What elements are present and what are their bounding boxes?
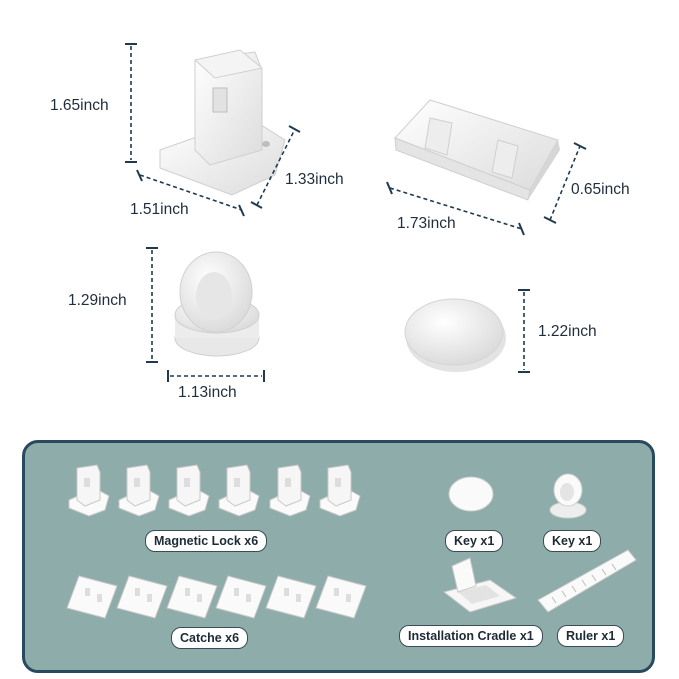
- key-label: Key x1: [445, 530, 504, 552]
- catch-row: [66, 575, 367, 619]
- keyholder-height-label: 1.29inch: [68, 292, 127, 309]
- magnetic-lock-image: [159, 49, 286, 196]
- lock-height-label: 1.65inch: [50, 97, 109, 114]
- package-key-holder: [549, 473, 587, 519]
- key-holder-dimension-lines: [151, 250, 262, 377]
- package-key-disc: [448, 476, 494, 512]
- key-holder-label: Key x1: [543, 530, 602, 552]
- lock-dimension-lines: [130, 46, 296, 211]
- catch-dimension-lines: [389, 145, 581, 230]
- package-ruler: [537, 549, 637, 613]
- catche-label: Catche x6: [171, 627, 249, 649]
- key-holder-image: [174, 251, 260, 357]
- key-diameter-label: 1.22inch: [538, 323, 597, 340]
- catch-width-label: 1.73inch: [397, 215, 456, 232]
- catch-image: [394, 99, 560, 201]
- catch-depth-label: 0.65inch: [571, 181, 630, 198]
- magnetic-lock-row: [68, 464, 361, 517]
- key-disc-image: [404, 298, 506, 372]
- installation-cradle-label: Installation Cradle x1: [399, 625, 543, 647]
- package-installation-cradle: [442, 557, 518, 613]
- lock-width-label: 1.51inch: [130, 201, 189, 218]
- magnetic-lock-label: Magnetic Lock x6: [145, 530, 268, 552]
- ruler-label: Ruler x1: [557, 625, 625, 647]
- keyholder-width-label: 1.13inch: [178, 384, 237, 401]
- lock-depth-label: 1.33inch: [285, 171, 344, 188]
